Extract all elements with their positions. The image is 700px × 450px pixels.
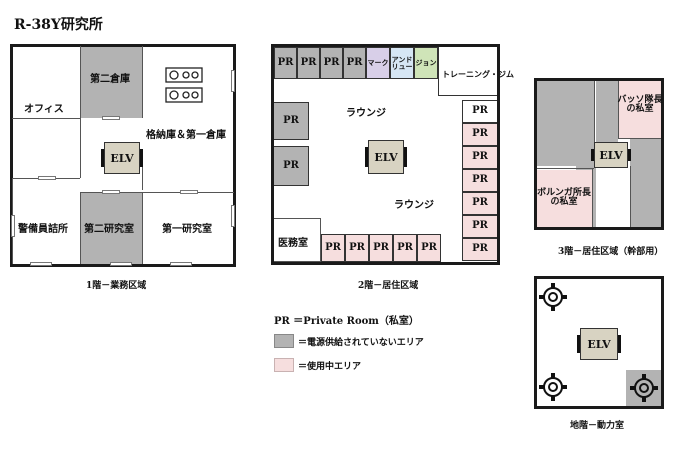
- bottom-pr-room: PR: [369, 234, 393, 262]
- john-room: ジョン: [414, 47, 438, 79]
- elevator-floor3: ELV: [591, 142, 631, 168]
- legend-grey-swatch: [274, 334, 294, 348]
- top-pr-room: PR: [320, 47, 343, 79]
- borunga-private-room-label: ボルンガ所長 の私室: [537, 187, 591, 207]
- bassoon-room-area: [618, 80, 662, 138]
- legend-pink: ＝使用中エリア: [298, 362, 362, 372]
- legend-pink-swatch: [274, 358, 294, 372]
- bottom-pr-room: PR: [321, 234, 345, 262]
- top-pr-room: PR: [274, 47, 297, 79]
- right-pr-room: PR: [462, 192, 498, 215]
- generator-gear-icon: [630, 374, 658, 402]
- infirmary-label: 医務室: [278, 238, 308, 249]
- bottom-pr-room: PR: [345, 234, 369, 262]
- storage-label: 格納庫＆第一倉庫: [146, 130, 226, 141]
- legend-grey: ＝電源供給されていないエリア: [298, 338, 424, 348]
- first-lab-label: 第一研究室: [162, 224, 212, 235]
- bottom-pr-room: PR: [417, 234, 441, 262]
- floor1-second-lab-area: [80, 192, 142, 264]
- legend-pr: PR ＝Private Room（私室）: [274, 316, 419, 327]
- left-pr-room: PR: [273, 146, 309, 186]
- lounge-label: ラウンジ: [346, 108, 386, 119]
- elevator-basement: ELV: [577, 328, 621, 360]
- generator-gear-icon: [539, 283, 567, 311]
- right-pr-room: PR: [462, 169, 498, 192]
- borunga-room-area: [536, 170, 592, 228]
- mark-room: マーク: [366, 47, 390, 79]
- bottom-pr-room: PR: [393, 234, 417, 262]
- right-pr-room: PR: [462, 215, 498, 238]
- right-pr-room: PR: [462, 123, 498, 146]
- guard-room-label: 警備員詰所: [18, 224, 68, 235]
- top-pr-room: PR: [297, 47, 320, 79]
- office-label: オフィス: [24, 104, 64, 115]
- right-pr-room: PR: [462, 100, 498, 123]
- floor2-caption: 2階－居住区域: [358, 281, 419, 291]
- basement-caption: 地階－動力室: [570, 421, 625, 431]
- second-lab-label: 第二研究室: [84, 224, 134, 235]
- andrew-room: アンド リュー: [390, 47, 414, 79]
- training-gym-label: トレーニング・ジム: [442, 69, 514, 79]
- floor1-second-warehouse-area: [80, 46, 142, 118]
- floor3-caption: 3階－居住区域（幹部用）: [558, 247, 664, 257]
- machinery-icon: [165, 67, 203, 103]
- right-pr-room: PR: [462, 238, 498, 261]
- elevator-floor2: ELV: [365, 140, 407, 174]
- second-warehouse-label: 第二倉庫: [90, 74, 130, 85]
- right-pr-room: PR: [462, 146, 498, 169]
- elevator-floor1: ELV: [101, 142, 143, 174]
- floor1-caption: 1階－業務区域: [86, 281, 147, 291]
- bassoon-private-room-label: バッソ隊長 の私室: [617, 94, 663, 114]
- left-pr-room: PR: [273, 102, 309, 140]
- generator-gear-icon: [539, 373, 567, 401]
- top-pr-room: PR: [343, 47, 366, 79]
- lounge-label: ラウンジ: [394, 200, 434, 211]
- page-title: R-38Y研究所: [14, 17, 103, 33]
